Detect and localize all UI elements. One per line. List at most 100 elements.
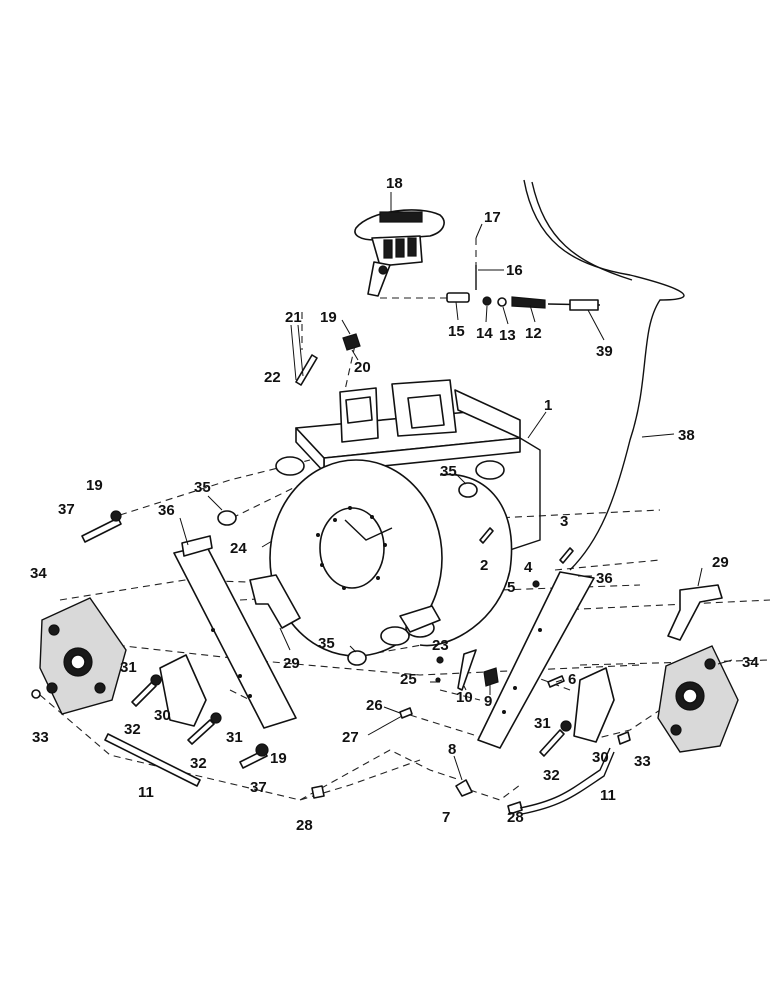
callout-8: 8 bbox=[448, 741, 456, 758]
callout-28-right: 28 bbox=[507, 809, 524, 826]
bracket-29-left bbox=[249, 574, 301, 629]
callout-19-left: 19 bbox=[86, 477, 103, 494]
callout-36-right: 36 bbox=[596, 570, 613, 587]
callout-30-left: 30 bbox=[154, 707, 171, 724]
washer-19-top bbox=[110, 510, 122, 522]
bracket-29-right bbox=[667, 584, 723, 641]
callout-31-a: 31 bbox=[120, 659, 137, 676]
callout-5: 5 bbox=[507, 579, 515, 596]
fitting-33-right bbox=[617, 731, 631, 745]
callout-39: 39 bbox=[596, 343, 613, 360]
callout-18: 18 bbox=[386, 175, 403, 192]
fasteners bbox=[81, 510, 574, 769]
bolt-2 bbox=[479, 527, 494, 544]
spacer-35-top bbox=[217, 510, 237, 526]
callout-29-right: 29 bbox=[712, 554, 729, 571]
fitting-28-left bbox=[311, 785, 325, 799]
spring-20 bbox=[342, 333, 361, 351]
spacer-35-right bbox=[458, 482, 478, 498]
callout-35-bottom: 35 bbox=[318, 635, 335, 652]
pin-25 bbox=[435, 677, 441, 683]
callout-14: 14 bbox=[476, 325, 493, 342]
pins-20-22 bbox=[295, 333, 361, 386]
callout-9: 9 bbox=[484, 693, 492, 710]
callout-30-right: 30 bbox=[592, 749, 609, 766]
cable-end-39 bbox=[569, 299, 599, 311]
bolt-3 bbox=[559, 547, 574, 564]
rod-10 bbox=[457, 649, 477, 691]
callout-11-right: 11 bbox=[600, 787, 616, 804]
washer-31-a bbox=[150, 674, 162, 686]
callout-21: 21 bbox=[285, 309, 302, 326]
callout-2: 2 bbox=[480, 557, 488, 574]
callout-29-left: 29 bbox=[283, 655, 300, 672]
callout-6: 6 bbox=[568, 671, 576, 688]
spring-12 bbox=[511, 296, 546, 309]
callout-37-bottom: 37 bbox=[250, 779, 267, 796]
control-valve-18 bbox=[354, 209, 445, 297]
callout-10: 10 bbox=[456, 689, 473, 706]
callout-17: 17 bbox=[484, 209, 501, 226]
callout-31-right: 31 bbox=[534, 715, 551, 732]
brake-drum-24 bbox=[269, 459, 513, 657]
callout-34-right: 34 bbox=[742, 654, 759, 671]
callout-23: 23 bbox=[432, 637, 449, 654]
fitting-7 bbox=[455, 779, 473, 797]
callout-27: 27 bbox=[342, 729, 359, 746]
callout-34-left: 34 bbox=[30, 565, 47, 582]
fitting-33-left bbox=[31, 689, 41, 699]
callout-33-left: 33 bbox=[32, 729, 49, 746]
callout-19-bottom: 19 bbox=[270, 750, 287, 767]
bolt-37-top bbox=[81, 517, 122, 543]
callout-7: 7 bbox=[442, 809, 450, 826]
callout-32-right: 32 bbox=[543, 767, 560, 784]
washer-14 bbox=[482, 296, 492, 306]
bolt-32-a bbox=[131, 681, 157, 707]
callout-12: 12 bbox=[525, 325, 542, 342]
callout-35-top: 35 bbox=[194, 479, 211, 496]
bracket-30-left bbox=[159, 654, 207, 727]
callout-15: 15 bbox=[448, 323, 465, 340]
callout-19-top: 19 bbox=[320, 309, 337, 326]
callout-4: 4 bbox=[524, 559, 533, 576]
callout-32-a: 32 bbox=[124, 721, 141, 738]
washer-19-bottom bbox=[255, 743, 269, 757]
callout-16: 16 bbox=[506, 262, 523, 279]
caliper-34-right bbox=[657, 645, 739, 753]
bolt-32-right bbox=[539, 729, 565, 757]
pin-22 bbox=[295, 354, 318, 386]
nut-13 bbox=[497, 297, 507, 307]
pin-23 bbox=[436, 656, 444, 664]
callout-13: 13 bbox=[499, 327, 516, 344]
roller-bottom-a bbox=[380, 626, 410, 646]
spacer-35-bottom bbox=[347, 650, 367, 666]
callout-25: 25 bbox=[400, 671, 417, 688]
callout-31-b: 31 bbox=[226, 729, 243, 746]
small-parts bbox=[31, 649, 631, 815]
callout-20: 20 bbox=[354, 359, 371, 376]
callout-11-left: 11 bbox=[138, 784, 154, 801]
callout-35-right: 35 bbox=[440, 463, 457, 480]
bracket-30-right bbox=[573, 667, 615, 743]
roller-right-top bbox=[475, 460, 505, 480]
callout-38: 38 bbox=[678, 427, 695, 444]
clevis-15 bbox=[446, 292, 470, 303]
callout-36-left: 36 bbox=[158, 502, 175, 519]
washer-31-right bbox=[560, 720, 572, 732]
callout-24: 24 bbox=[230, 540, 247, 557]
spring-9 bbox=[483, 667, 499, 687]
hose-11-right bbox=[519, 747, 611, 809]
caliper-34-left bbox=[39, 597, 127, 715]
hose-11-left bbox=[104, 733, 201, 787]
callout-37-top: 37 bbox=[58, 501, 75, 518]
cable-38 bbox=[523, 179, 685, 571]
callout-32-b: 32 bbox=[190, 755, 207, 772]
roller-left-top bbox=[275, 456, 305, 476]
linkage-parts bbox=[446, 265, 601, 311]
fitting-28-right bbox=[507, 801, 523, 815]
washer-31-b bbox=[210, 712, 222, 724]
callout-labels: 18 17 16 15 14 13 12 39 19 20 21 22 1 38… bbox=[30, 175, 759, 834]
callout-1: 1 bbox=[544, 397, 552, 414]
